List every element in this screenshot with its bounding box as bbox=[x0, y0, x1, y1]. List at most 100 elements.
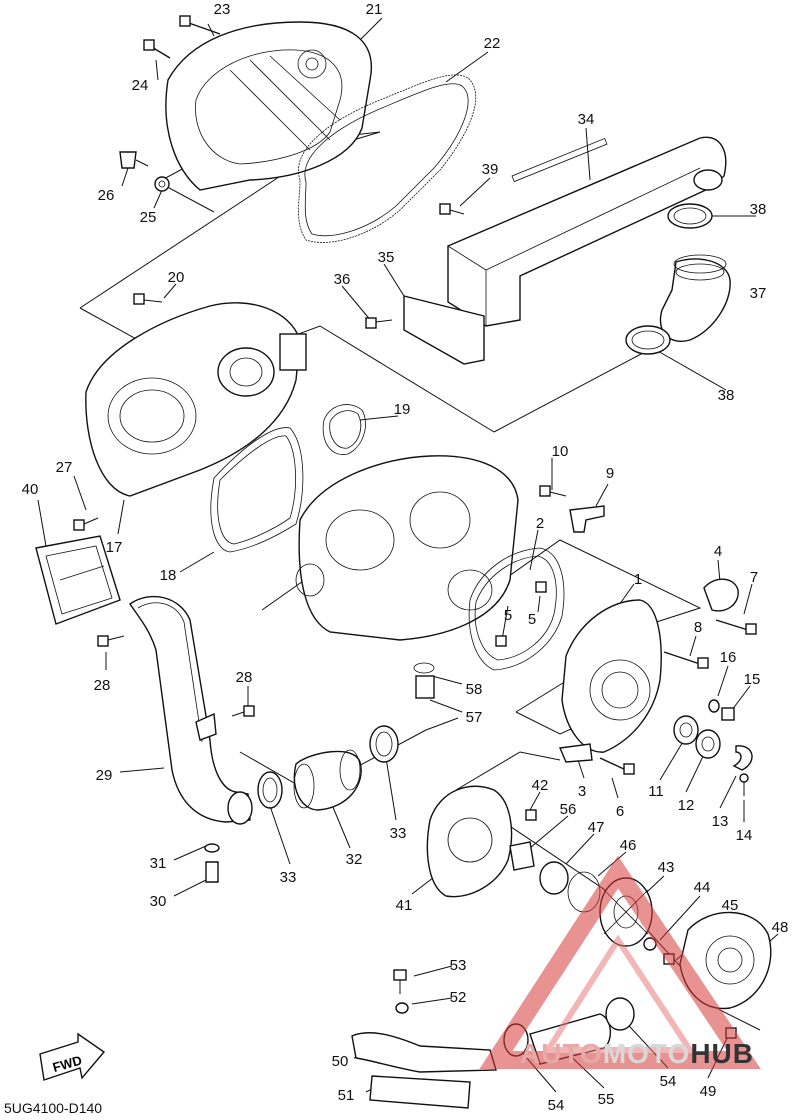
watermark-logo bbox=[479, 855, 761, 1069]
callout-4: 4 bbox=[714, 543, 722, 560]
screw-part-28-right bbox=[231, 705, 255, 717]
callout-50: 50 bbox=[332, 1053, 349, 1070]
callout-51: 51 bbox=[338, 1087, 355, 1104]
callout-33: 33 bbox=[390, 825, 407, 842]
callout-38: 38 bbox=[750, 201, 767, 218]
callout-6: 6 bbox=[616, 803, 624, 820]
callout-29: 29 bbox=[96, 767, 113, 784]
ring-part-31 bbox=[204, 843, 220, 853]
callout-37: 37 bbox=[750, 285, 767, 302]
callout-11: 11 bbox=[648, 783, 664, 800]
callout-46: 46 bbox=[620, 837, 637, 854]
callout-1: 1 bbox=[634, 571, 642, 588]
callout-57: 57 bbox=[466, 709, 483, 726]
ring-part-16 bbox=[708, 699, 720, 713]
callout-36: 36 bbox=[334, 271, 351, 288]
callout-56: 56 bbox=[560, 801, 577, 818]
callout-2: 2 bbox=[536, 515, 544, 532]
clamp-part-54-right bbox=[605, 997, 635, 1031]
callout-52: 52 bbox=[450, 989, 467, 1006]
callout-53: 53 bbox=[450, 957, 467, 974]
gasket-part-2 bbox=[468, 547, 565, 671]
callout-19: 19 bbox=[394, 401, 411, 418]
screw-part-26 bbox=[119, 151, 149, 169]
watermark-part2: MOTO bbox=[602, 1038, 691, 1069]
callout-43: 43 bbox=[658, 859, 675, 876]
bolt-part-27 bbox=[73, 517, 99, 531]
bolt-part-20 bbox=[133, 293, 163, 305]
callout-24: 24 bbox=[132, 77, 149, 94]
callout-20: 20 bbox=[168, 269, 185, 286]
watermark-text: AUTOMOTOHUB bbox=[520, 1038, 754, 1070]
gasket-part-22 bbox=[298, 74, 477, 243]
bolt-part-10 bbox=[539, 485, 567, 497]
callout-13: 13 bbox=[712, 813, 729, 830]
bolt-part-6 bbox=[599, 757, 635, 775]
callout-54: 54 bbox=[660, 1073, 677, 1090]
plug-part-57 bbox=[415, 675, 435, 699]
duct-part-50 bbox=[351, 1032, 497, 1073]
callout-41: 41 bbox=[396, 897, 413, 914]
gasket-part-58 bbox=[413, 662, 435, 674]
callout-8: 8 bbox=[694, 619, 702, 636]
callout-3: 3 bbox=[578, 783, 586, 800]
crankcase-block bbox=[295, 455, 519, 641]
callout-21: 21 bbox=[366, 1, 383, 18]
bolt-part-8 bbox=[663, 651, 709, 669]
gasket-part-19 bbox=[322, 404, 366, 455]
bolt-part-7 bbox=[715, 619, 757, 635]
callout-34: 34 bbox=[578, 111, 595, 128]
drain-part-30 bbox=[205, 861, 219, 883]
callout-9: 9 bbox=[606, 465, 614, 482]
clamp-part-33-left bbox=[257, 771, 283, 809]
watermark-part1: AUTO bbox=[520, 1038, 603, 1069]
crankcase-cover-part-1 bbox=[561, 599, 662, 753]
nut-part-25 bbox=[154, 176, 170, 192]
seal-part-11 bbox=[673, 715, 699, 745]
bracket-part-3 bbox=[558, 743, 593, 763]
air-duct-part-34 bbox=[447, 136, 727, 327]
callout-39: 39 bbox=[482, 161, 499, 178]
callout-58: 58 bbox=[466, 681, 483, 698]
diagram-code: 5UG4100-D140 bbox=[4, 1100, 103, 1116]
callout-17: 17 bbox=[106, 539, 123, 556]
callout-54: 54 bbox=[548, 1097, 565, 1114]
callout-32: 32 bbox=[346, 851, 363, 868]
callout-48: 48 bbox=[772, 919, 789, 936]
collar-part-56 bbox=[509, 841, 535, 871]
bracket-part-9 bbox=[569, 505, 605, 533]
clamp-part-38-lower bbox=[625, 325, 671, 355]
callout-40: 40 bbox=[22, 481, 39, 498]
callout-38: 38 bbox=[718, 387, 735, 404]
inner-cover-assembly bbox=[85, 302, 307, 497]
plate-part-51 bbox=[369, 1075, 471, 1109]
callout-15: 15 bbox=[744, 671, 761, 688]
clip-part-13 bbox=[732, 745, 753, 771]
plate-part-47 bbox=[539, 861, 569, 895]
joint-part-37 bbox=[659, 254, 731, 342]
clamp-part-38-upper bbox=[667, 203, 713, 229]
bolt-part-23 bbox=[179, 15, 221, 35]
callout-25: 25 bbox=[140, 209, 157, 226]
cap-part-15 bbox=[721, 707, 735, 721]
callout-42: 42 bbox=[532, 777, 549, 794]
callout-33: 33 bbox=[280, 869, 297, 886]
callout-31: 31 bbox=[150, 855, 167, 872]
callout-28: 28 bbox=[236, 669, 253, 686]
collar-part-52 bbox=[395, 1002, 409, 1014]
bracket-part-4 bbox=[703, 578, 739, 612]
callout-55: 55 bbox=[598, 1091, 615, 1108]
cover-part-41 bbox=[426, 785, 513, 898]
callout-35: 35 bbox=[378, 249, 395, 266]
callout-7: 7 bbox=[750, 569, 758, 586]
callout-5: 5 bbox=[528, 611, 536, 628]
screw-part-28-left bbox=[97, 635, 125, 647]
air-duct-part-29 bbox=[129, 595, 253, 825]
callout-30: 30 bbox=[150, 893, 167, 910]
bracket-part-35 bbox=[403, 295, 485, 365]
duct-part-40 bbox=[35, 535, 121, 625]
callout-18: 18 bbox=[160, 567, 177, 584]
watermark-part3: HUB bbox=[690, 1038, 754, 1069]
